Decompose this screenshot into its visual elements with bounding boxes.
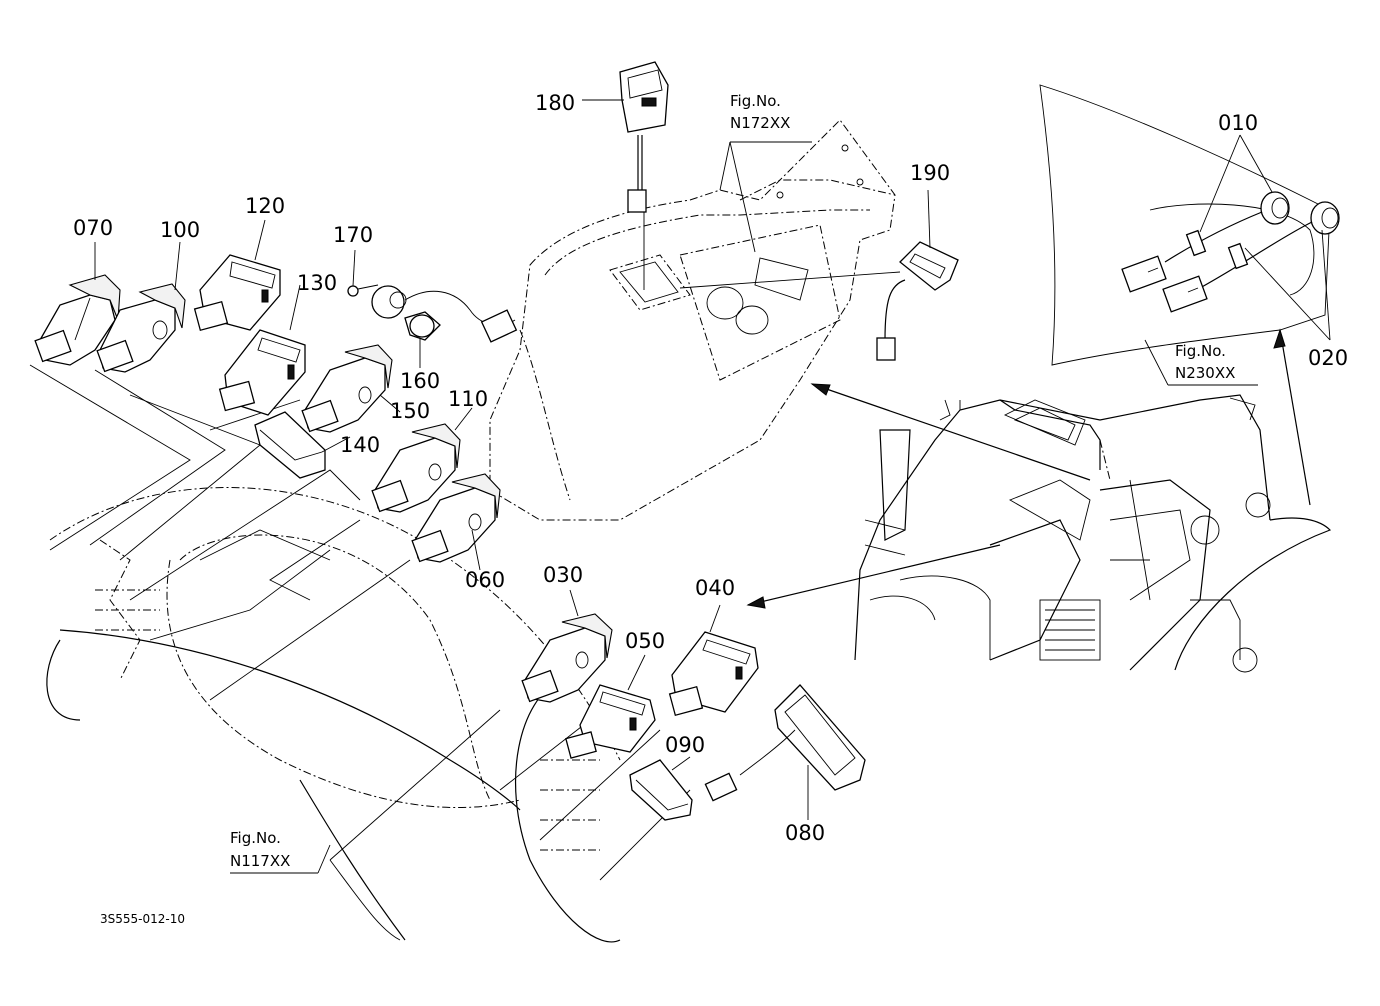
label-020: 020 [1308, 346, 1348, 370]
label-110: 110 [448, 387, 488, 411]
label-120: 120 [245, 194, 285, 218]
cover-plate-icon [254, 411, 326, 479]
rocker-switch-icon [193, 254, 281, 332]
switch-connector-icon [96, 283, 186, 373]
rocker-switch-icon [218, 329, 306, 416]
label-090: 090 [665, 733, 705, 757]
label-140: 140 [340, 433, 380, 457]
drawing-code: 3S555-012-10 [100, 912, 185, 926]
label-010: 010 [1218, 111, 1258, 135]
fender-outline [46, 487, 621, 943]
rocker-switch-icon [619, 61, 669, 290]
label-070: 070 [73, 216, 113, 240]
fig-ref-n117-title: Fig.No. [230, 829, 281, 847]
rocker-switch-icon [565, 684, 656, 759]
label-030: 030 [543, 563, 583, 587]
switch-connector-icon [521, 613, 613, 703]
label-150: 150 [390, 399, 430, 423]
label-060: 060 [465, 568, 505, 592]
cover-plate-icon [629, 759, 693, 821]
switch-connector-icon [411, 473, 501, 563]
switch-connector-icon [34, 274, 121, 366]
harness-inset-panel [1039, 84, 1331, 366]
wire-harness-icon [1121, 191, 1340, 313]
switch-connector-icon [371, 423, 461, 513]
fig-ref-n230-number: N230XX [1175, 364, 1235, 382]
fig-ref-n172-number: N172XX [730, 114, 790, 132]
rocker-switch-icon [679, 241, 959, 361]
label-100: 100 [160, 218, 200, 242]
fig-ref-n172-title: Fig.No. [730, 92, 781, 110]
label-180: 180 [535, 91, 575, 115]
part-labels: 070 100 120 130 170 160 150 110 140 060 … [73, 91, 1348, 926]
pointer-arrows [746, 328, 1311, 609]
callout-leaders [94, 99, 1331, 874]
console-panel-icon [489, 119, 896, 521]
label-160: 160 [400, 369, 440, 393]
switch-connector-icon [301, 344, 393, 433]
fig-ref-n230-title: Fig.No. [1175, 342, 1226, 360]
label-040: 040 [695, 576, 735, 600]
fig-ref-n117-number: N117XX [230, 852, 290, 870]
label-080: 080 [785, 821, 825, 845]
tractor-cabin-icon [854, 394, 1332, 673]
label-170: 170 [333, 223, 373, 247]
cover-plate-icon [704, 684, 866, 802]
rocker-switch-icon [668, 631, 759, 717]
leader-lines-left [29, 364, 691, 881]
socket-icon [347, 284, 518, 343]
label-050: 050 [625, 629, 665, 653]
label-190: 190 [910, 161, 950, 185]
label-130: 130 [297, 271, 337, 295]
